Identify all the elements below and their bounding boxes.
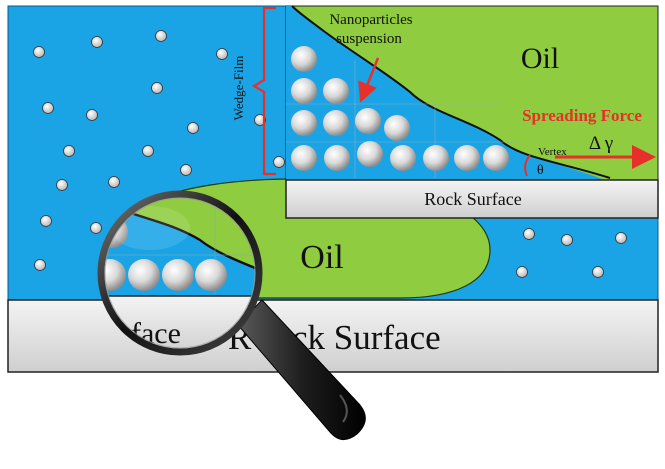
rock-surface-inset: [285, 179, 659, 219]
dispersed-particle: [63, 145, 75, 157]
dispersed-particle: [108, 176, 120, 188]
dispersed-nanoparticles: [33, 30, 627, 278]
dispersed-particle: [86, 109, 98, 121]
vertex-label: Vertex: [538, 146, 567, 158]
dispersed-particle: [561, 234, 573, 246]
wedge-particle: [291, 110, 317, 136]
spreading-force-label: Spreading Force: [522, 106, 642, 125]
oil-label-inset: Oil: [521, 42, 559, 75]
rock-surface-main-label: ck Surface: [292, 318, 441, 357]
wedge-particle: [324, 145, 350, 171]
wedge-particle: [291, 78, 317, 104]
dispersed-particle: [91, 36, 103, 48]
wedge-particle: [323, 78, 349, 104]
bracket-line: [251, 6, 276, 176]
suspension-label: suspension: [336, 31, 402, 47]
rock-surface-inset-label: Rock Surface: [424, 189, 521, 209]
nanoparticles-label: Nanoparticles: [329, 12, 412, 28]
wedge-particle: [390, 145, 416, 171]
oil-label-main: Oil: [300, 239, 343, 276]
wedge-particle: [357, 141, 383, 167]
dispersed-particle: [592, 266, 604, 278]
wedge-particle: [454, 145, 480, 171]
dispersed-particle: [180, 164, 192, 176]
dispersed-particle: [187, 122, 199, 134]
magnified-particle: [195, 259, 227, 291]
dispersed-particle: [615, 232, 627, 244]
wedge-film-inset: Oil Nanoparticles suspension Spreading F…: [285, 5, 659, 219]
dispersed-particle: [90, 222, 102, 234]
dispersed-particle: [40, 215, 52, 227]
suspension-pointer-arrow: [358, 57, 380, 103]
wedge-particle: [355, 108, 381, 134]
wedge-film-label: Wedge-Film: [231, 56, 246, 121]
dispersed-particle: [273, 156, 285, 168]
dispersed-particle: [151, 82, 163, 94]
wedge-particle: [291, 145, 317, 171]
wedge-film-bracket: Wedge-Film: [231, 6, 276, 176]
magnified-particle: [162, 259, 194, 291]
dispersed-particle: [34, 259, 46, 271]
wedge-particle: [384, 115, 410, 141]
magnified-particle: [104, 259, 126, 291]
dispersed-particle: [523, 228, 535, 240]
inset-water-wedge: [286, 6, 610, 182]
dispersed-particle: [254, 114, 266, 126]
magnified-particle: [128, 259, 160, 291]
dispersed-particle: [33, 46, 45, 58]
wedge-particle: [323, 110, 349, 136]
dispersed-particle: [42, 102, 54, 114]
wedge-particle: [483, 145, 509, 171]
magnifier-handle: [237, 299, 366, 440]
wedge-particle: [423, 145, 449, 171]
dispersed-particle: [155, 30, 167, 42]
wedge-nanoparticles: [291, 46, 509, 171]
dispersed-particle: [216, 48, 228, 60]
dispersed-particle: [56, 179, 68, 191]
magnifier-ring: [97, 190, 263, 356]
oil-water-interface: [291, 5, 611, 179]
theta-label: θ: [537, 163, 544, 178]
delta-gamma-label: Δ γ: [589, 133, 613, 154]
dispersed-particle: [516, 266, 528, 278]
contact-angle-arc: [524, 154, 531, 177]
dispersed-particle: [142, 145, 154, 157]
wedge-particle: [291, 46, 317, 72]
